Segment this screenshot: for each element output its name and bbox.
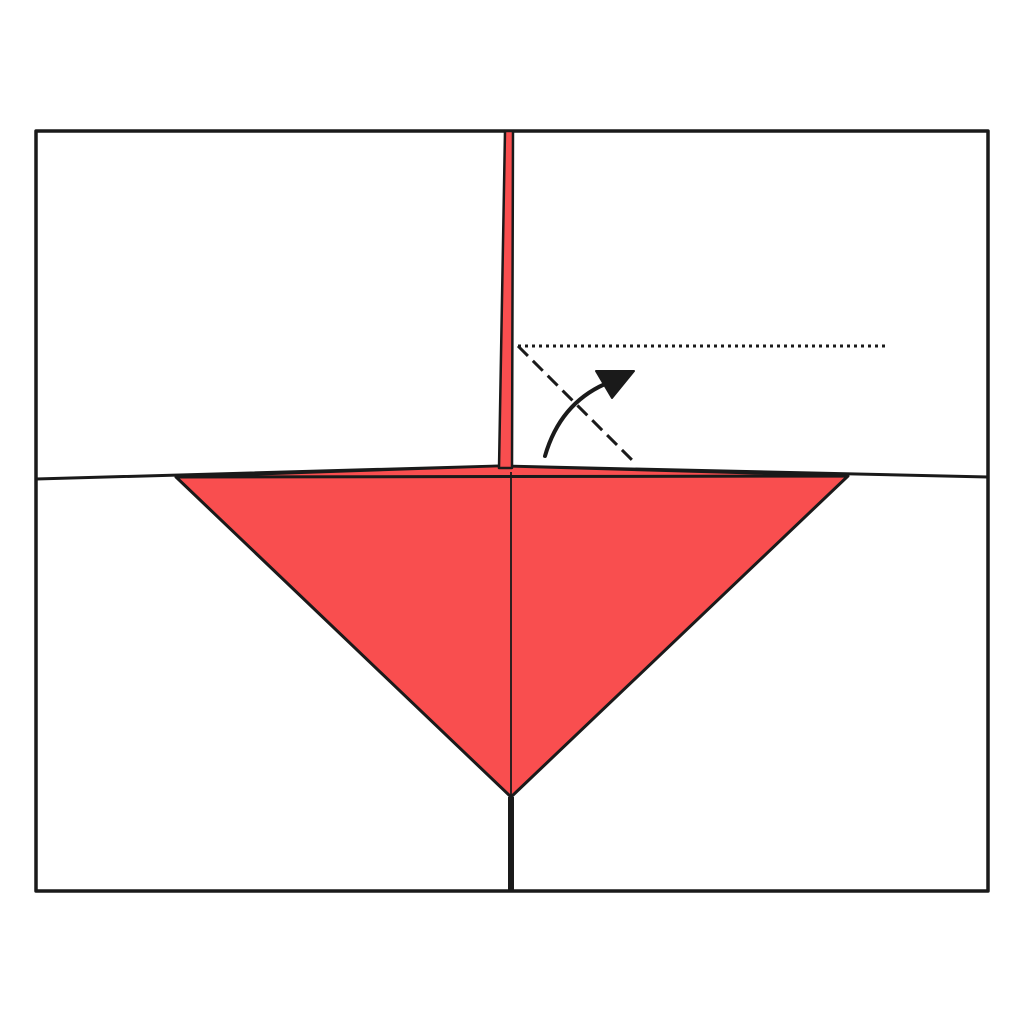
vertical-colored-strip — [497, 129, 515, 470]
valley-fold-line — [516, 344, 638, 466]
colored-triangle-flap — [174, 474, 850, 799]
curved-arrow-icon — [543, 370, 635, 458]
